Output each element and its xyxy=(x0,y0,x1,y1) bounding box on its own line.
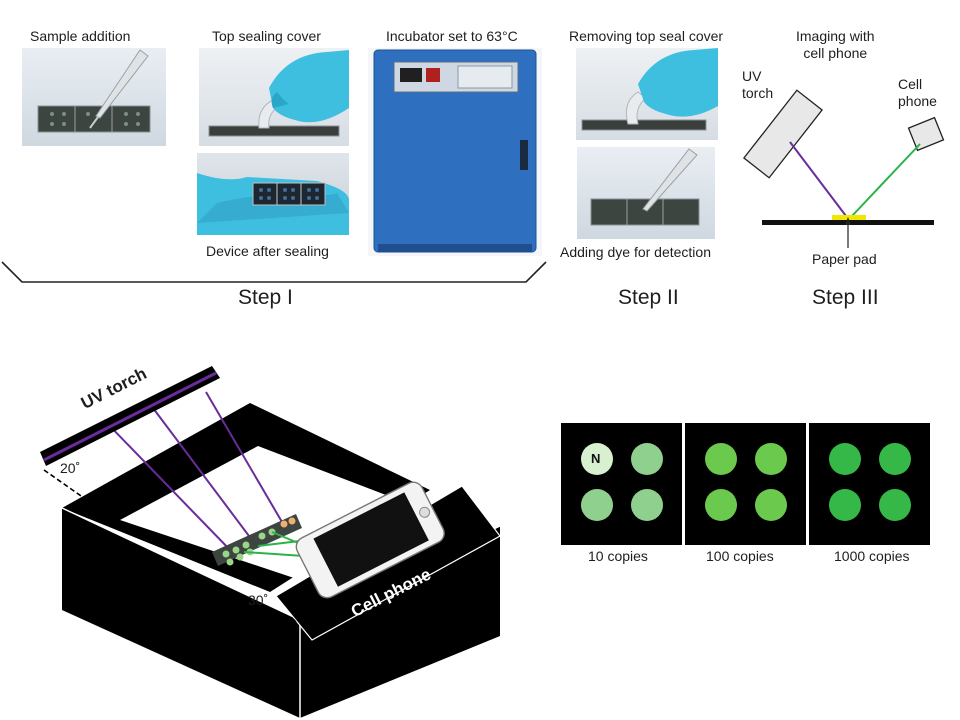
imaging-title-line1: Imaging with xyxy=(796,28,875,44)
uv-torch-rect xyxy=(743,89,823,179)
cell-phone-box-label: Cell phone xyxy=(348,564,435,621)
caption-10-copies: 10 copies xyxy=(588,548,648,564)
adding-dye-photo xyxy=(577,147,715,239)
box-right-wall xyxy=(300,526,500,718)
label-removing-cover: Removing top seal cover xyxy=(569,28,724,44)
paper-pad-rect xyxy=(832,215,866,220)
uv-torch-caption-line1: UV xyxy=(742,68,762,84)
box-left-wall xyxy=(62,508,300,718)
top-sealing-cover-photo xyxy=(199,48,349,146)
cell-phone-caption-line1: Cell xyxy=(898,76,923,92)
result-panel-10-copies xyxy=(561,423,682,545)
phone-stand xyxy=(275,485,501,641)
paper-pad-label: Paper pad xyxy=(812,251,877,267)
result-panel-100-copies xyxy=(685,423,806,545)
cell-phone-rect xyxy=(907,116,945,152)
device-after-sealing-photo xyxy=(197,153,349,235)
box-floor xyxy=(120,446,420,580)
cell-phone-caption-line2: phone xyxy=(898,93,937,109)
step-ii-label: Step II xyxy=(618,286,679,309)
step-i-label: Step I xyxy=(238,286,293,309)
label-adding-dye: Adding dye for detection xyxy=(560,244,711,260)
label-device-after-sealing: Device after sealing xyxy=(206,243,329,259)
removing-cover-photo xyxy=(576,48,718,140)
imaging-title: Imaging with cell phone xyxy=(796,28,875,61)
label-sample-addition: Sample addition xyxy=(30,28,131,44)
label-incubator: Incubator set to 63°C xyxy=(386,28,518,44)
uv-beam-line xyxy=(789,141,847,217)
step-i-bracket xyxy=(1,261,547,283)
phone-angle-arc xyxy=(283,617,297,623)
green-beam-line xyxy=(851,143,921,217)
label-top-sealing-cover: Top sealing cover xyxy=(212,28,321,44)
uv-torch-box-label: UV torch xyxy=(78,363,150,413)
imaging-title-line2: cell phone xyxy=(803,45,868,61)
caption-100-copies: 100 copies xyxy=(706,548,774,564)
sample-addition-photo xyxy=(22,48,166,146)
uv-torch-caption-line2: torch xyxy=(742,85,774,101)
result-panel-1000-copies xyxy=(809,423,930,545)
negative-control-label: N xyxy=(591,451,601,466)
detection-strip xyxy=(212,514,302,566)
caption-1000-copies: 1000 copies xyxy=(834,548,910,564)
cell-phone-caption: Cell phone xyxy=(898,76,937,110)
phone-angle-label: 30˚ xyxy=(248,592,269,608)
step-iii-label: Step III xyxy=(812,286,879,309)
uv-torch-caption: UV torch xyxy=(742,68,773,102)
platform-bar xyxy=(762,220,934,225)
incubator-photo xyxy=(368,48,542,256)
torch-angle-label: 20˚ xyxy=(60,460,81,476)
paper-pad-arrowhead xyxy=(845,217,851,225)
box-back-wall xyxy=(62,403,430,592)
